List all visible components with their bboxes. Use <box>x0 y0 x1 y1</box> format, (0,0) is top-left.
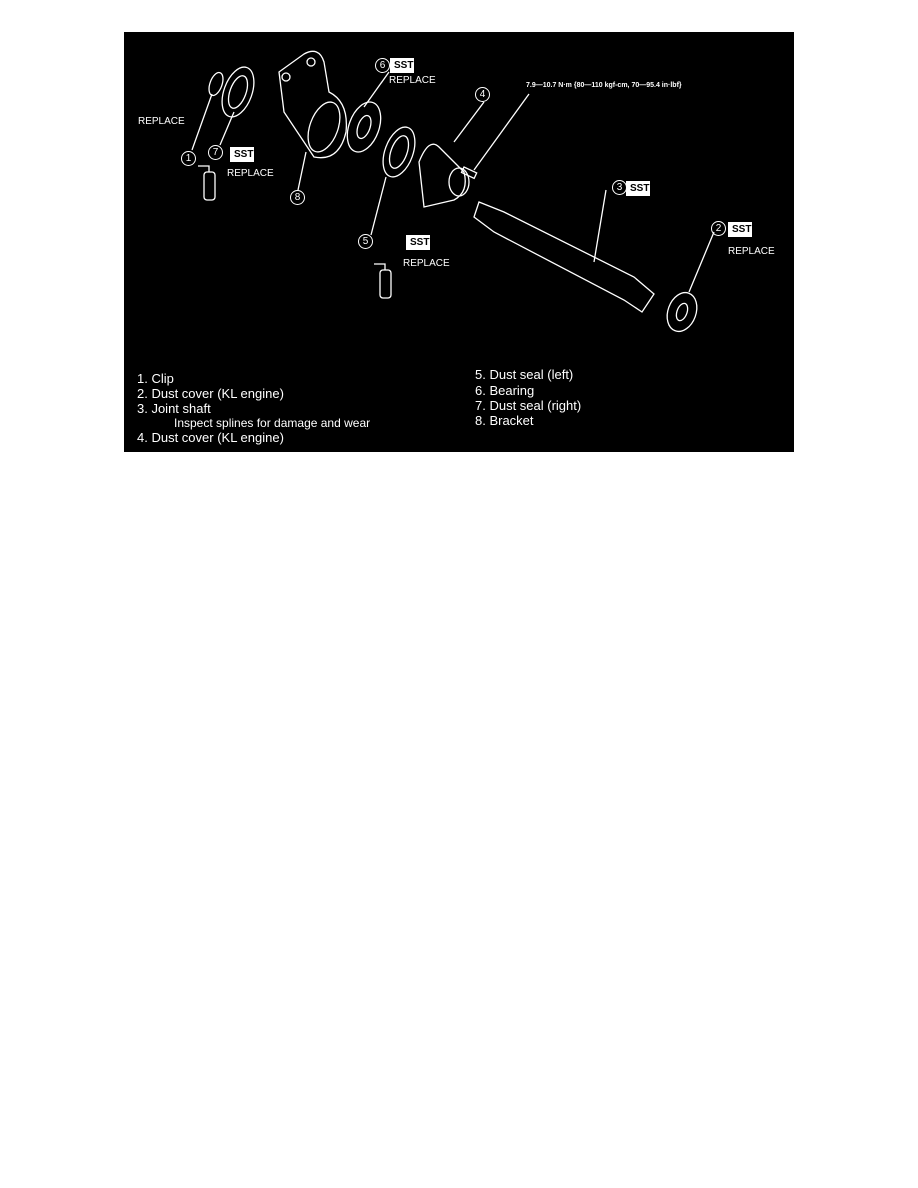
callout-7-replace: REPLACE <box>227 168 274 179</box>
callout-5: 5 <box>358 234 373 249</box>
exploded-view-figure: 1 REPLACE 7 SST REPLACE 8 6 SST REPLACE … <box>124 32 794 452</box>
callout-7: 7 <box>208 145 223 160</box>
dust-seal-right-part <box>221 66 255 118</box>
dust-cover-part <box>418 143 466 208</box>
legend-item-3-note: Inspect splines for damage and wear <box>174 416 371 430</box>
callout-2: 2 <box>711 221 726 236</box>
dust-seal-left-part <box>382 126 416 178</box>
callout-3: 3 <box>612 180 627 195</box>
callout-2-replace: REPLACE <box>728 246 775 257</box>
joint-shaft-part <box>473 201 655 313</box>
callout-8: 8 <box>290 190 305 205</box>
callout-1-replace: REPLACE <box>138 116 185 127</box>
grease-can-icon <box>374 263 392 299</box>
dust-cover-2-part <box>666 291 698 333</box>
bracket-part <box>278 50 348 159</box>
callout-7-sst: SST <box>230 147 254 162</box>
callout-3-sst: SST <box>626 181 650 196</box>
legend-item-2: 2. Dust cover (KL engine) <box>137 386 284 401</box>
legend-item-8: 8. Bracket <box>475 413 534 428</box>
parts-drawing <box>191 50 715 333</box>
callout-1: 1 <box>181 151 196 166</box>
legend-item-3: 3. Joint shaft <box>137 401 211 416</box>
callout-6: 6 <box>375 58 390 73</box>
callout-5-sst: SST <box>406 235 430 250</box>
legend-item-7: 7. Dust seal (right) <box>475 398 582 413</box>
callout-5-replace: REPLACE <box>403 258 450 269</box>
grease-can-icon <box>198 165 216 201</box>
legend-item-6: 6. Bearing <box>475 383 535 398</box>
bearing-part <box>346 101 382 153</box>
legend-item-5: 5. Dust seal (left) <box>475 367 574 382</box>
callout-6-replace: REPLACE <box>389 75 436 86</box>
callout-6-sst: SST <box>390 58 414 73</box>
callout-4: 4 <box>475 87 490 102</box>
legend-item-4: 4. Dust cover (KL engine) <box>137 430 284 445</box>
torque-spec: 7.9—10.7 N·m {80—110 kgf-cm, 70—95.4 in·… <box>526 82 682 89</box>
legend-item-1: 1. Clip <box>137 371 174 386</box>
callout-2-sst: SST <box>728 222 752 237</box>
